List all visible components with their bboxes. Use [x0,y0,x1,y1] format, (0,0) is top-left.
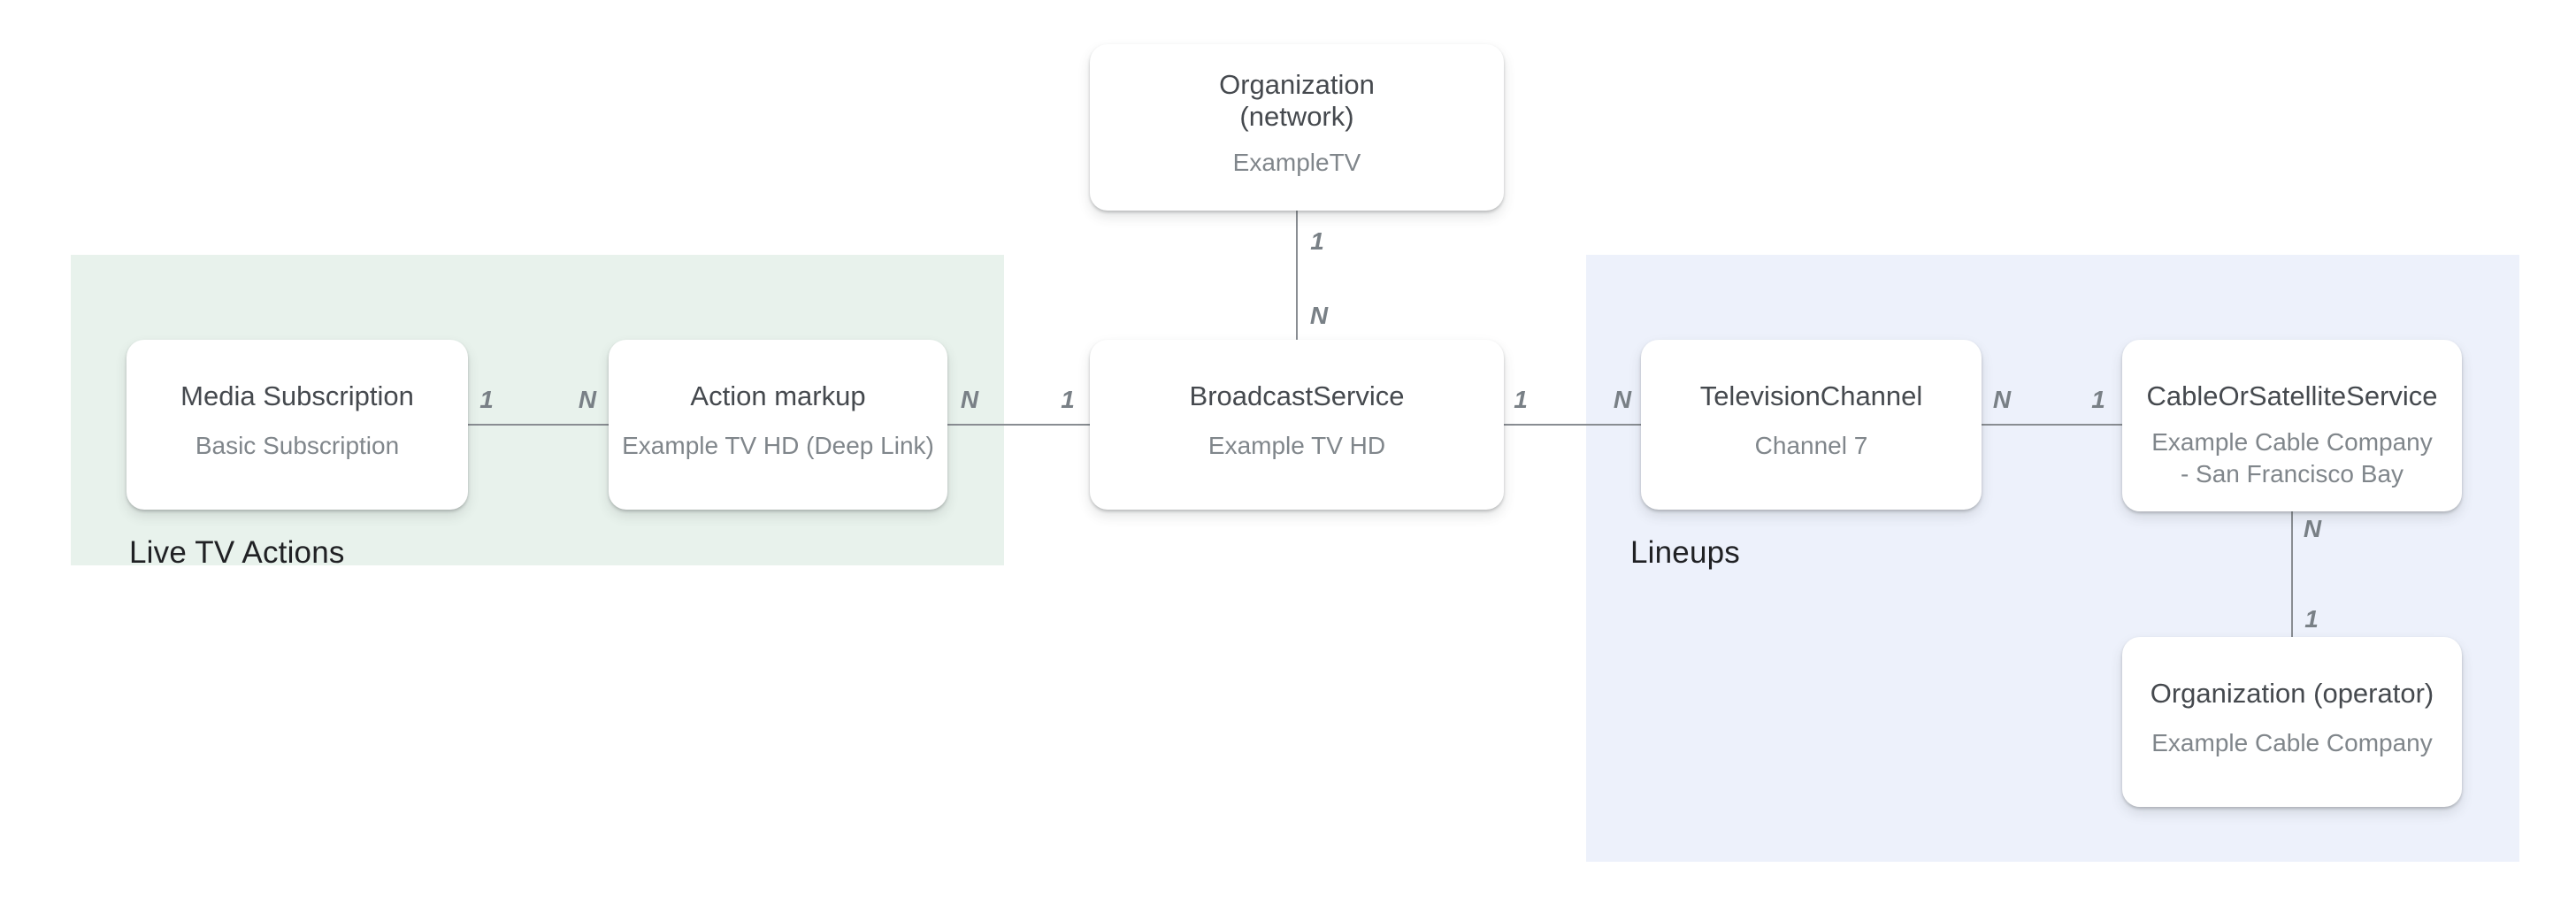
cardinality-label: N [578,386,597,413]
edge-cable-service-to-organization-operator [2291,511,2293,637]
node-action-markup-title: Action markup [690,380,866,411]
cardinality-label: N [1613,386,1632,413]
cardinality-label: N [1309,302,1329,329]
node-action-markup: Action markup Example TV HD (Deep Link) [609,340,947,510]
cardinality-label: 1 [1310,227,1324,255]
node-organization-network-subtitle: ExampleTV [1232,149,1361,176]
node-media-subscription-title: Media Subscription [180,380,414,411]
edge-television-channel-to-cable-service [1982,424,2122,426]
edge-broadcast-service-to-television-channel [1504,424,1641,426]
cardinality-label: 1 [1061,386,1075,413]
node-media-subscription-subtitle: Basic Subscription [195,432,400,459]
node-television-channel: TelevisionChannel Channel 7 [1641,340,1982,510]
region-lineups-title: Lineups [1630,535,1741,570]
node-broadcast-service-title: BroadcastService [1189,380,1405,411]
cardinality-label: N [2303,515,2322,542]
node-broadcast-service-subtitle: Example TV HD [1208,432,1386,459]
edge-organization-network-to-broadcast-service [1296,211,1298,340]
node-television-channel-subtitle: Channel 7 [1754,432,1868,459]
node-organization-operator-subtitle: Example Cable Company [2151,729,2433,756]
cardinality-label: N [960,386,979,413]
cardinality-label: 1 [2304,605,2319,633]
cardinality-label: 1 [479,386,494,413]
node-cable-or-satellite-service-subtitle: Example Cable Company - San Francisco Ba… [2151,428,2433,488]
node-organization-network-title: Organization (network) [1219,69,1375,132]
node-organization-operator: Organization (operator) Example Cable Co… [2122,637,2462,807]
node-television-channel-title: TelevisionChannel [1699,380,1923,411]
node-organization-network: Organization (network) ExampleTV [1090,44,1504,211]
edge-media-subscription-to-action-markup [468,424,609,426]
cardinality-label: 1 [2091,386,2105,413]
node-cable-or-satellite-service-title: CableOrSatelliteService [2146,380,2438,411]
region-live-tv-actions-title: Live TV Actions [129,535,345,570]
node-cable-or-satellite-service: CableOrSatelliteService Example Cable Co… [2122,340,2462,511]
cardinality-label: 1 [1514,386,1528,413]
node-action-markup-subtitle: Example TV HD (Deep Link) [622,432,934,459]
node-organization-operator-title: Organization (operator) [2150,678,2434,709]
node-broadcast-service: BroadcastService Example TV HD [1090,340,1504,510]
node-media-subscription: Media Subscription Basic Subscription [126,340,468,510]
cardinality-label: N [1992,386,2012,413]
edge-action-markup-to-broadcast-service [947,424,1090,426]
